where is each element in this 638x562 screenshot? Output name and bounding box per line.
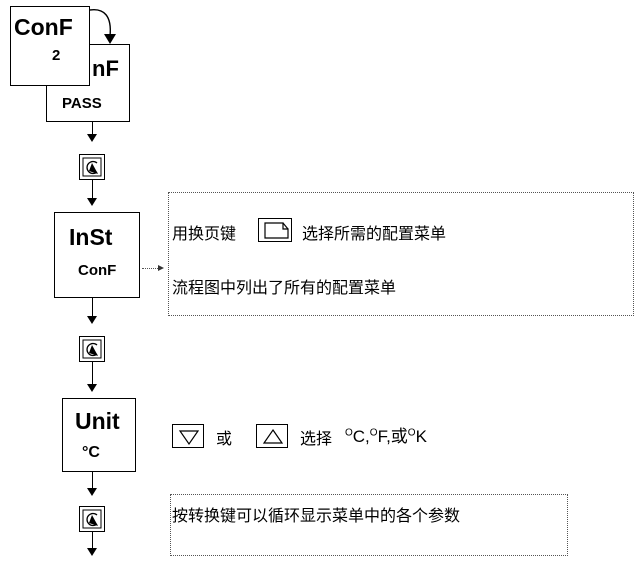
down-key-button[interactable]	[172, 424, 204, 448]
scroll-note: 按转换键可以循环显示菜单中的各个参数	[172, 506, 461, 525]
conf-front-title: ConF	[14, 14, 73, 40]
connector-arrow	[87, 316, 97, 324]
page-key-prefix: 用换页键	[172, 224, 237, 243]
curved-arrow-icon	[89, 9, 116, 44]
connector-arrow	[87, 548, 97, 556]
config-note-box	[168, 192, 634, 316]
conf-front-box	[10, 6, 90, 86]
conf-front-sub: 2	[52, 47, 61, 64]
scroll-key-icon	[82, 339, 102, 359]
scroll-key-icon	[82, 509, 102, 529]
connector-line	[92, 122, 93, 136]
connector-line	[92, 472, 93, 490]
scroll-note-box	[170, 494, 568, 556]
select-word: 选择	[300, 429, 333, 448]
page-key-button[interactable]	[258, 218, 292, 242]
inst-title: InSt	[69, 224, 113, 250]
degree-mark: O	[369, 427, 378, 439]
unit-title: Unit	[75, 408, 120, 434]
unit-options: OC,OF,或OK	[345, 422, 427, 447]
unit-option-k: K	[415, 427, 427, 446]
unit-box	[62, 398, 136, 472]
unit-option-c: C,	[352, 427, 370, 446]
scroll-key-icon	[82, 157, 102, 177]
down-triangle-icon	[178, 430, 200, 446]
connector-arrow	[87, 384, 97, 392]
up-key-button[interactable]	[256, 424, 288, 448]
or-word: 或	[216, 429, 233, 448]
connector-arrow	[87, 488, 97, 496]
connector-line	[92, 298, 93, 318]
connector-line	[92, 532, 93, 550]
connector-line	[92, 362, 93, 386]
page-key-suffix: 选择所需的配置菜单	[302, 224, 447, 243]
inst-sub: ConF	[78, 262, 117, 279]
page-key-icon	[264, 222, 289, 239]
pass-label: PASS	[62, 95, 102, 112]
leader-line	[142, 268, 160, 269]
scroll-key-button[interactable]	[79, 336, 105, 362]
pass-back-title: nF	[92, 56, 119, 81]
connector-arrow	[87, 198, 97, 206]
scroll-key-button[interactable]	[79, 506, 105, 532]
degree-mark: O	[345, 427, 353, 439]
connector-line	[92, 180, 93, 200]
flowchart-note: 流程图中列出了所有的配置菜单	[172, 278, 397, 297]
scroll-key-button[interactable]	[79, 154, 105, 180]
unit-option-f: F,或	[377, 427, 408, 446]
degree-mark: O	[407, 427, 416, 439]
inst-conf-box	[54, 212, 140, 298]
connector-arrow	[87, 134, 97, 142]
leader-arrow	[158, 265, 164, 271]
up-triangle-icon	[262, 428, 284, 444]
unit-sub: °C	[82, 444, 100, 461]
